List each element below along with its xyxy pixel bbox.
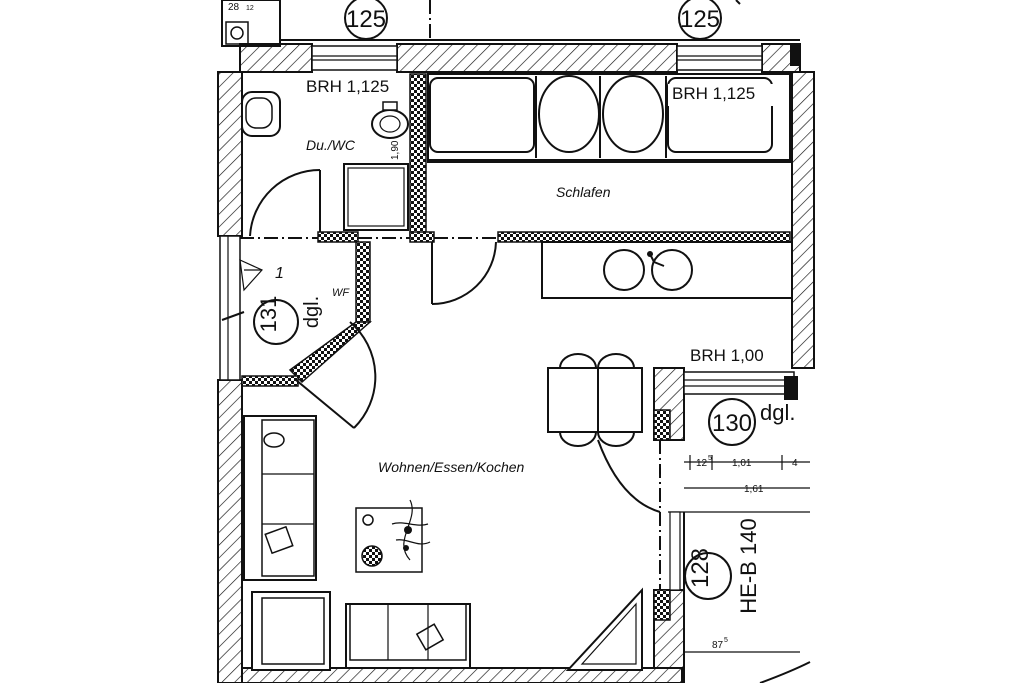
kitchen: BRH 1,00 — [541, 241, 793, 365]
brh-living: BRH 1,00 — [690, 346, 764, 365]
sink-left-icon — [603, 249, 645, 291]
room-125-left: 125 — [346, 6, 386, 33]
room-128: 128 — [687, 548, 714, 588]
hall-dgl: dgl. — [301, 296, 323, 328]
top-neighbour-area: 28 12 125 125 — [221, 0, 800, 47]
living-window — [683, 371, 795, 395]
top-corner-number-b: 12 — [246, 5, 254, 12]
dim-4: 4 — [792, 458, 798, 469]
brh-bedroom: BRH 1,125 — [672, 84, 755, 103]
room-125-right-circle — [678, 0, 722, 40]
dim-161: 1,61 — [744, 484, 764, 495]
bath-name: Du./WC — [306, 137, 356, 153]
room-125-right: 125 — [680, 6, 720, 33]
dim-875-sup: 5 — [724, 637, 728, 644]
living-right-walls — [653, 367, 798, 669]
corner-cabinet — [565, 587, 643, 671]
living-room: Wohnen/Essen/Kochen — [243, 353, 643, 671]
bed-frame — [427, 73, 791, 163]
room-128-circle — [684, 552, 732, 600]
sofa-bottom — [345, 603, 471, 669]
adjacent-rooms: 130 dgl. 12 5 1,01 4 1,61 128 HE-B 140 8… — [597, 398, 811, 683]
top-corner-number: 28 — [228, 2, 240, 13]
exterior-walls — [217, 43, 815, 683]
brh-bath: BRH 1,125 — [306, 77, 389, 96]
dim-101: 1,01 — [732, 458, 752, 469]
pillow-right — [602, 75, 664, 153]
room-130-dgl: dgl. — [760, 400, 795, 425]
room-130: 130 — [712, 410, 752, 437]
washbasin-icon — [371, 109, 409, 139]
sofa-left — [243, 415, 317, 581]
bedroom-name: Schlafen — [556, 184, 611, 200]
room-131: 131 — [256, 296, 281, 333]
room-130-circle — [708, 398, 756, 446]
bathroom: BRH 1,125 Du./WC 1,90 — [241, 73, 427, 237]
dim-875: 87 — [712, 640, 724, 651]
dim-125-sup: 5 — [708, 455, 712, 462]
dim-125: 12 — [696, 458, 708, 469]
living-name: Wohnen/Essen/Kochen — [378, 459, 525, 475]
pillow-left — [538, 75, 600, 153]
hall-wf: WF — [332, 287, 350, 299]
room-125-left-circle — [344, 0, 388, 40]
bed-left — [429, 77, 535, 153]
plant-table — [355, 499, 431, 573]
bedroom-window — [676, 45, 763, 71]
bath-dimension: 1,90 — [390, 140, 401, 160]
bedroom: BRH 1,125 Schlafen — [427, 73, 791, 200]
room-131-circle — [253, 299, 299, 345]
sink-right-icon — [651, 249, 693, 291]
bath-window — [311, 45, 398, 71]
hall-mark: 1 — [275, 265, 284, 282]
shower-icon — [343, 163, 409, 231]
he-b-label: HE-B 140 — [736, 518, 761, 613]
armchair — [251, 591, 331, 671]
hall: 1 131 dgl. WF — [221, 259, 377, 429]
dining-table — [547, 353, 643, 447]
